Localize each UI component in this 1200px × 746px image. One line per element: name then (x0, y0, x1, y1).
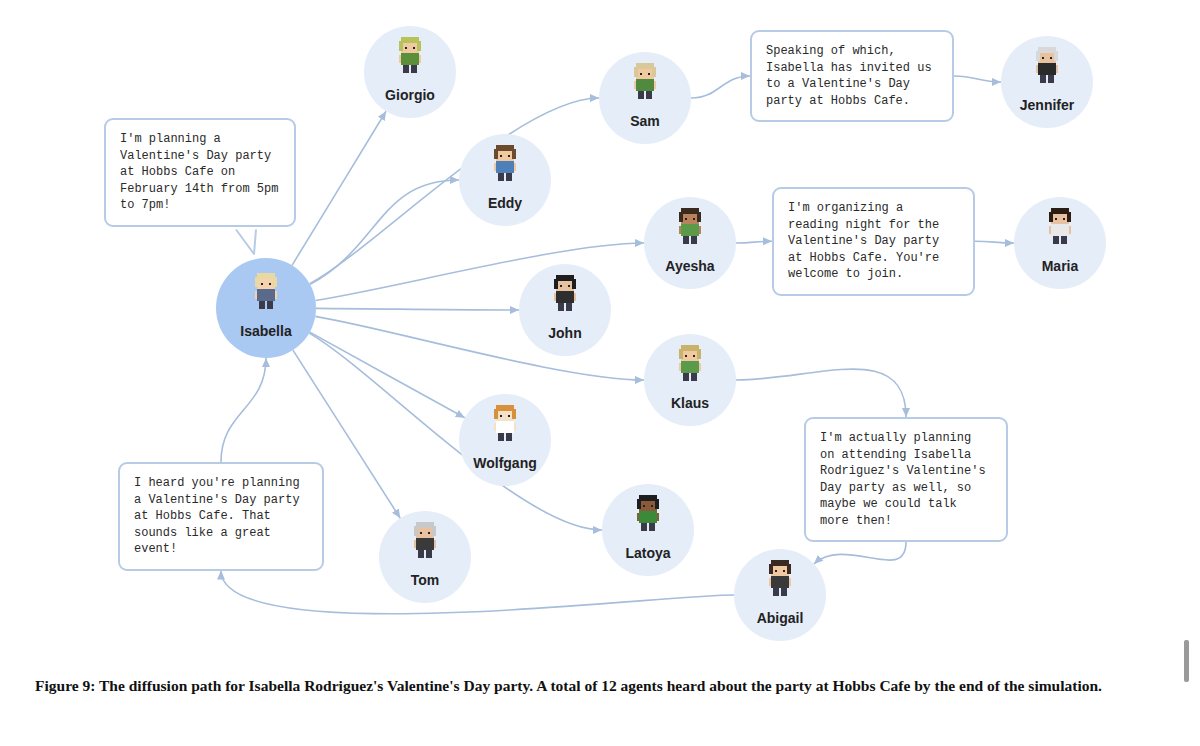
bubble-text: I'm organizing a reading night for the V… (788, 200, 959, 283)
diffusion-arrow (691, 76, 750, 98)
agent-circle: Eddy (459, 134, 551, 226)
bubble-text: I heard you're planning a Valentine's Da… (134, 475, 308, 558)
diffusion-arrow (310, 180, 459, 284)
speech-bubble: I'm organizing a reading night for the V… (772, 187, 975, 296)
speech-bubble: I'm planning a Valentine's Day party at … (104, 118, 296, 227)
agent-sprite (630, 61, 660, 101)
agent-circle: Jennifer (1001, 36, 1093, 128)
agent-sprite (675, 206, 705, 246)
agent-circle: Abigail (734, 549, 826, 641)
bubble-text: I'm planning a Valentine's Day party at … (120, 131, 280, 214)
agent-name: Ayesha (644, 258, 736, 274)
agent-circle: Ayesha (644, 197, 736, 289)
diffusion-arrow (814, 542, 906, 564)
diffusion-arrow (292, 111, 386, 265)
agent-name: Isabella (216, 323, 316, 339)
agent-sprite (410, 520, 440, 560)
agent-circle: Klaus (644, 334, 736, 426)
agent-name: Jennifer (1001, 97, 1093, 113)
agent-sprite (251, 271, 281, 311)
speech-bubble: Speaking of which, Isabella has invited … (750, 30, 954, 122)
diffusion-arrow (221, 571, 734, 614)
agent-sprite (765, 558, 795, 598)
diffusion-arrow (316, 308, 519, 310)
agent-sprite (490, 143, 520, 183)
agent-name: Eddy (459, 195, 551, 211)
diffusion-arrow (736, 241, 772, 243)
agent-sprite (1045, 206, 1075, 246)
bubble-tail (236, 228, 256, 254)
agent-circle: Latoya (602, 484, 694, 576)
agent-sprite (675, 343, 705, 383)
diffusion-arrow (975, 241, 1014, 243)
bubble-text: I'm actually planning on attending Isabe… (820, 430, 992, 529)
scroll-bar (1184, 640, 1189, 682)
agent-name: Abigail (734, 610, 826, 626)
agent-circle: Giorgio (364, 26, 456, 118)
diffusion-arrow (954, 76, 1001, 82)
agent-name: Tom (379, 572, 471, 588)
agent-circle: Isabella (216, 258, 316, 358)
agent-name: Giorgio (364, 87, 456, 103)
diffusion-arrow (310, 332, 465, 418)
agent-circle: Wolfgang (459, 394, 551, 486)
agent-name: John (519, 325, 611, 341)
agent-circle: Sam (599, 52, 691, 144)
agent-circle: Maria (1014, 197, 1106, 289)
bubble-text: Speaking of which, Isabella has invited … (766, 43, 938, 109)
bubble-tail-outline (236, 230, 256, 255)
agent-sprite (490, 403, 520, 443)
agent-circle: Tom (379, 511, 471, 603)
speech-bubble: I heard you're planning a Valentine's Da… (118, 462, 324, 571)
diffusion-arrow (736, 369, 906, 417)
agent-circle: John (519, 264, 611, 356)
agent-sprite (550, 273, 580, 313)
agent-sprite (633, 493, 663, 533)
agent-sprite (395, 35, 425, 75)
agent-name: Wolfgang (459, 455, 551, 471)
agent-sprite (1032, 45, 1062, 85)
diffusion-arrow (309, 333, 602, 530)
speech-bubble: I'm actually planning on attending Isabe… (804, 417, 1008, 542)
diffusion-arrow (221, 358, 266, 462)
agent-name: Klaus (644, 395, 736, 411)
agent-name: Latoya (602, 545, 694, 561)
agent-name: Maria (1014, 258, 1106, 274)
agent-name: Sam (599, 113, 691, 129)
diffusion-arrow (310, 98, 599, 284)
figure-caption: Figure 9: The diffusion path for Isabell… (35, 676, 1175, 696)
